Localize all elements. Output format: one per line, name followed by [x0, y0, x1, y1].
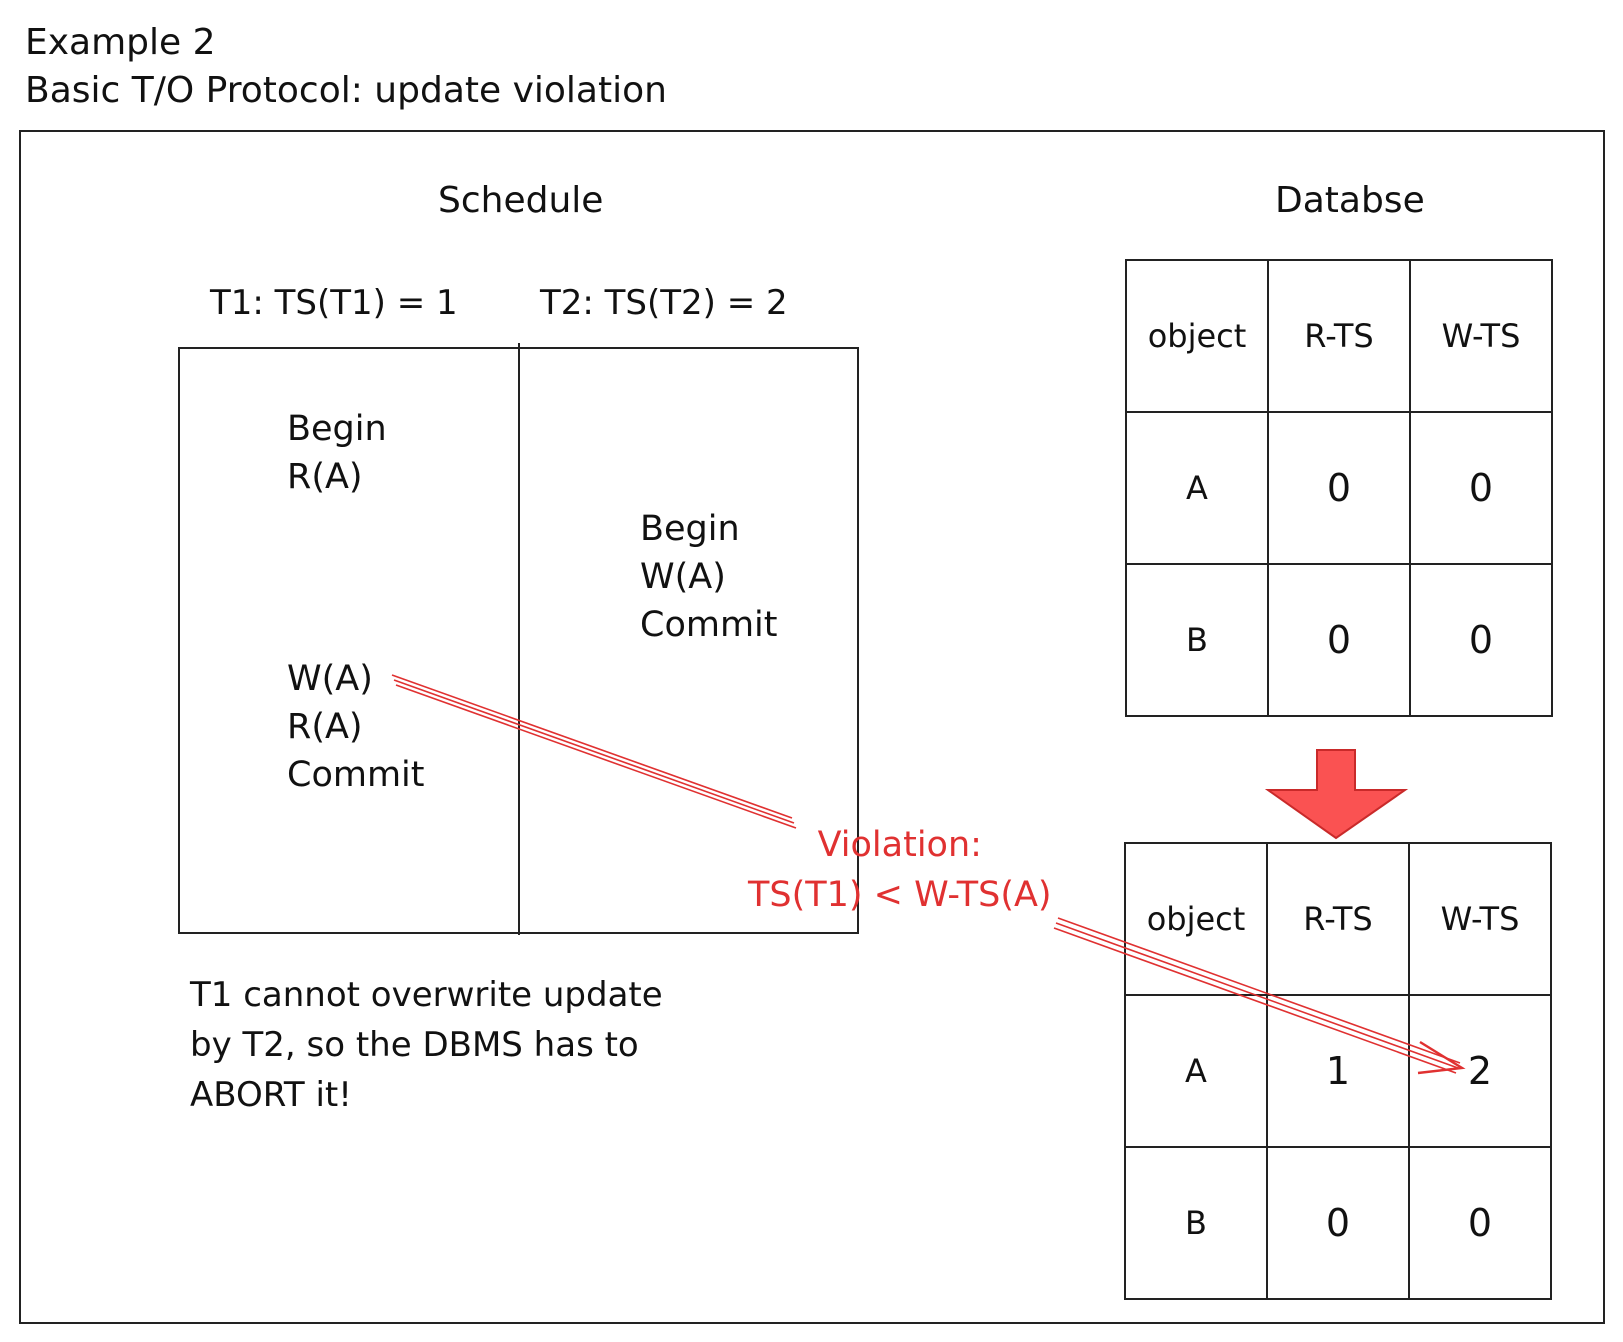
diagram-frame [19, 130, 1605, 1324]
t1-timestamp-label: T1: TS(T1) = 1 [210, 283, 458, 323]
t1-op-write-a: W(A) [287, 659, 373, 699]
cell-w-ts: 0 [1409, 411, 1553, 565]
cell-object: B [1125, 563, 1269, 717]
cell-object: A [1125, 411, 1269, 565]
violation-connector [391, 674, 797, 829]
t2-op-begin: Begin [640, 509, 740, 549]
diagram-title-line2: Basic T/O Protocol: update violation [25, 70, 667, 111]
database-table-after: object R-TS W-TS A 1 2 B 0 0 [1124, 842, 1552, 1300]
header-r-ts: R-TS [1267, 259, 1411, 413]
header-r-ts: R-TS [1266, 842, 1410, 996]
cell-w-ts: 0 [1408, 1146, 1552, 1300]
note-line-2: by T2, so the DBMS has to [190, 1025, 639, 1065]
violation-label: Violation: TS(T1) < W-TS(A) [748, 820, 1052, 920]
database-title: Databse [1275, 180, 1425, 221]
header-w-ts: W-TS [1408, 842, 1552, 996]
abort-note: T1 cannot overwrite update by T2, so the… [190, 970, 790, 1120]
violation-line-2: TS(T1) < W-TS(A) [748, 875, 1052, 915]
table-header-row: object R-TS W-TS [1124, 842, 1552, 996]
violation-line-1: Violation: [817, 825, 982, 865]
cell-r-ts: 0 [1267, 411, 1411, 565]
t2-op-commit: Commit [640, 605, 778, 645]
table-row: A 0 0 [1125, 411, 1553, 565]
header-w-ts: W-TS [1409, 259, 1553, 413]
diagram-title-line1: Example 2 [25, 22, 216, 63]
t1-operations-bottom: W(A) R(A) Commit [287, 655, 425, 799]
header-object: object [1124, 842, 1268, 996]
schedule-divider [518, 343, 520, 935]
down-arrow-icon [1264, 749, 1409, 840]
cell-r-ts: 0 [1267, 563, 1411, 717]
table-row: B 0 0 [1124, 1146, 1552, 1300]
t1-op-read-a: R(A) [287, 457, 363, 497]
t1-op-commit: Commit [287, 755, 425, 795]
cell-object: B [1124, 1146, 1268, 1300]
header-object: object [1125, 259, 1269, 413]
note-line-1: T1 cannot overwrite update [190, 975, 663, 1015]
t2-timestamp-label: T2: TS(T2) = 2 [540, 283, 788, 323]
cell-r-ts: 0 [1266, 1146, 1410, 1300]
t2-operations: Begin W(A) Commit [640, 505, 778, 649]
cell-object: A [1124, 994, 1268, 1148]
note-line-3: ABORT it! [190, 1075, 352, 1115]
t1-op-read-a-2: R(A) [287, 707, 363, 747]
update-arrow [1053, 917, 1466, 1075]
cell-w-ts: 0 [1409, 563, 1553, 717]
t1-op-begin: Begin [287, 409, 387, 449]
t2-op-write-a: W(A) [640, 557, 726, 597]
table-header-row: object R-TS W-TS [1125, 259, 1553, 413]
t1-operations-top: Begin R(A) [287, 405, 387, 501]
database-table-before: object R-TS W-TS A 0 0 B 0 0 [1125, 259, 1553, 717]
table-row: B 0 0 [1125, 563, 1553, 717]
schedule-title: Schedule [438, 180, 604, 221]
